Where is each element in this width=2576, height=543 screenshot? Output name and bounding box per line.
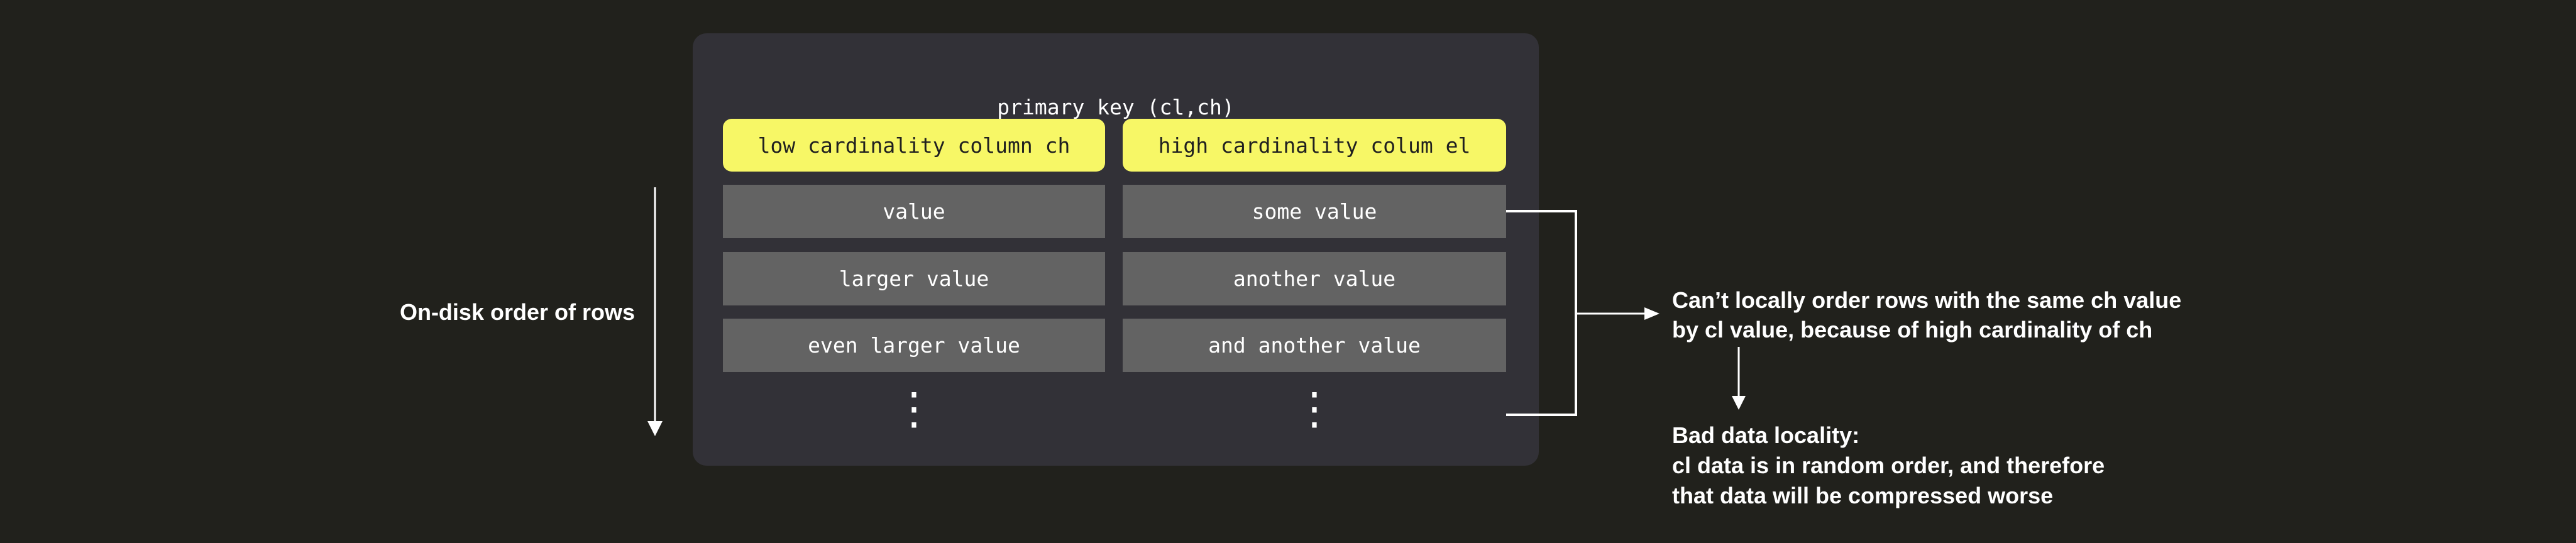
note-cardinality: Can’t locally order rows with the same c… bbox=[1672, 285, 2181, 344]
note-locality-line2: cl data is in random order, and therefor… bbox=[1672, 452, 2105, 478]
table-cell: value bbox=[723, 185, 1105, 238]
note-locality: Bad data locality: cl data is in random … bbox=[1672, 420, 2105, 511]
column-header-high-cardinality: high cardinality colum el bbox=[1123, 119, 1506, 172]
note-locality-line1: Bad data locality: bbox=[1672, 422, 1860, 448]
table-cell: even larger value bbox=[723, 319, 1105, 372]
note-cardinality-line2: by cl value, because of high cardinality… bbox=[1672, 317, 2153, 343]
panel-title: primary key (cl,ch) bbox=[997, 95, 1235, 119]
column-header-low-cardinality: low cardinality column ch bbox=[723, 119, 1105, 172]
on-disk-order-label: On-disk order of rows bbox=[399, 299, 635, 325]
note-down-arrow bbox=[1732, 347, 1746, 410]
bracket-arrow bbox=[1576, 307, 1660, 320]
on-disk-order-arrow bbox=[647, 187, 663, 436]
note-locality-line3: that data will be compressed worse bbox=[1672, 483, 2054, 508]
ellipsis-icon: ⋮ bbox=[892, 384, 936, 433]
table-cell: some value bbox=[1123, 185, 1506, 238]
table-cell: larger value bbox=[723, 252, 1105, 305]
table-cell: another value bbox=[1123, 252, 1506, 305]
ellipsis-icon: ⋮ bbox=[1292, 384, 1336, 433]
table-cell: and another value bbox=[1123, 319, 1506, 372]
primary-key-panel: primary key (cl,ch) low cardinality colu… bbox=[693, 33, 1539, 466]
note-cardinality-line1: Can’t locally order rows with the same c… bbox=[1672, 287, 2182, 313]
